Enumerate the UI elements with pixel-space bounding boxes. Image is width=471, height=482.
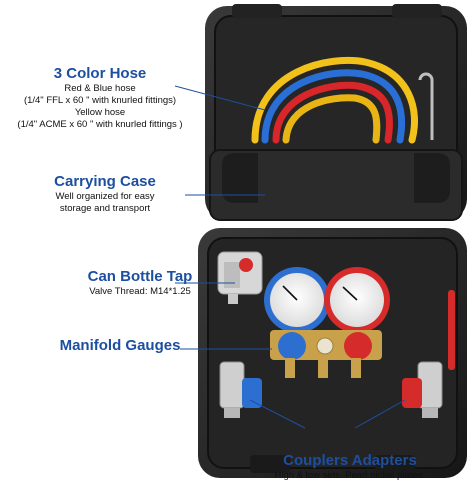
- hose-line-3: Yellow hose: [74, 107, 126, 118]
- callout-tap: Can Bottle Tap Valve Thread: M14*1.25: [60, 268, 220, 298]
- yellow-hose: [251, 56, 418, 144]
- yellow-hose-inner: [282, 94, 381, 144]
- high-valve-knob-icon: [344, 332, 372, 360]
- case-line-2: storage and transport: [59, 203, 151, 214]
- case-line-1: Well organized for easy: [55, 191, 155, 202]
- case-title: Carrying Case: [54, 173, 156, 190]
- blue-hose: [261, 69, 406, 144]
- leader-lines: [174, 85, 406, 429]
- coupler-low: [219, 361, 262, 418]
- tap-line-1: Valve Thread: M14*1.25: [89, 286, 191, 297]
- low-valve-knob-icon: [278, 332, 306, 360]
- hose-line-2: (1/4" FFL x 60 " with knurled fittings): [23, 95, 177, 106]
- hook-tool: [418, 72, 434, 140]
- hose-title: 3 Color Hose: [53, 65, 147, 82]
- couplers-line-1: High & low sets. Pearl nickel plated.: [274, 470, 426, 481]
- valve-core-tool: [448, 290, 455, 370]
- hose-line-1: Red & Blue hose: [64, 83, 136, 94]
- callout-hose: 3 Color Hose Red & Blue hose (1/4" FFL x…: [0, 65, 200, 131]
- red-hose: [272, 81, 394, 144]
- callout-couplers: Couplers Adapters High & low sets. Pearl…: [240, 452, 460, 482]
- hose-line-4: (1/4" ACME x 60 " with knurled fittings …: [17, 119, 183, 130]
- manifold-gauge-set: [264, 267, 390, 378]
- hoses: [251, 56, 418, 144]
- couplers-title: Couplers Adapters: [283, 452, 417, 469]
- tap-title: Can Bottle Tap: [87, 268, 193, 285]
- case-lid: [205, 4, 467, 221]
- gauges-title: Manifold Gauges: [59, 337, 181, 354]
- coupler-high: [402, 361, 443, 418]
- callout-gauges: Manifold Gauges: [45, 337, 195, 355]
- callout-case: Carrying Case Well organized for easy st…: [20, 173, 190, 215]
